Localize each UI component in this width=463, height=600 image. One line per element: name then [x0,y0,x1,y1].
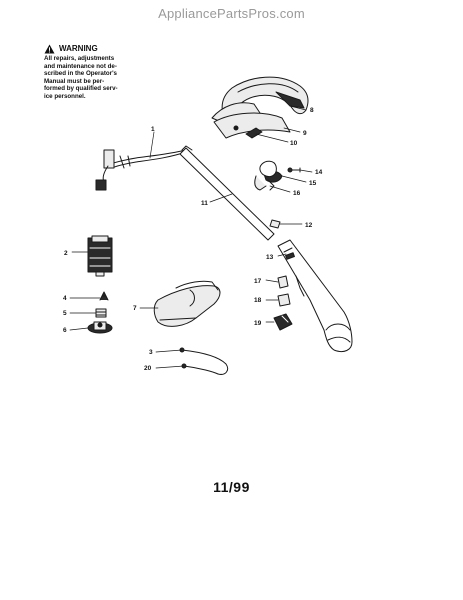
callout-8: 8 [310,107,314,114]
part-4-spring[interactable] [99,291,109,301]
part-3-line[interactable] [179,347,229,375]
callout-14: 14 [315,169,323,176]
part-14-screw[interactable] [287,167,301,173]
leader-lines [69,105,313,369]
part-13-lower-shaft-housing[interactable] [277,239,353,353]
warning-line: formed by qualified serv- [44,85,118,93]
part-19-bracket[interactable] [273,313,293,331]
warning-line: and maintenance not de- [44,62,117,70]
warning-line: All repairs, adjustments [44,55,115,62]
callout-9: 9 [303,130,307,137]
part-2-motor[interactable] [87,235,113,277]
callout-12: 12 [305,222,313,229]
warning-line: Manual must be per- [44,77,105,85]
part-11-upper-shaft[interactable] [179,145,275,241]
callout-16: 16 [293,190,301,197]
part-17-spacer[interactable] [277,275,289,289]
part-6-spool-housing[interactable] [87,321,113,334]
callout-18: 18 [254,297,262,304]
callout-13: 13 [266,254,274,261]
watermark-text: AppliancePartsPros.com [158,6,305,21]
warning-triangle-icon [44,44,55,54]
callout-5: 5 [63,310,67,317]
warning-title: WARNING [59,44,98,53]
warning-line: ice personnel. [44,92,86,100]
warning-notice: WARNING All repairs, adjustments and mai… [44,44,154,101]
callout-6: 6 [63,327,67,334]
callout-20: 20 [144,365,152,372]
callout-4: 4 [63,295,67,302]
warning-header: WARNING [44,44,154,54]
part-16-auxiliary-handle[interactable] [254,160,277,191]
part-9-handle-half[interactable] [213,112,291,139]
callout-2: 2 [64,250,68,257]
part-20-line[interactable] [181,363,219,375]
part-5-spool[interactable] [95,308,107,318]
callout-17: 17 [254,278,262,285]
part-1-switch-cord[interactable] [95,149,187,191]
warning-text: All repairs, adjustments and maintenance… [44,55,154,101]
callout-19: 19 [254,320,262,327]
callout-1: 1 [151,126,155,133]
callout-labels: 1 2 3 4 5 6 7 8 9 10 11 12 13 14 15 16 1… [63,107,323,372]
part-18-spacer[interactable] [277,293,291,307]
callout-10: 10 [290,140,298,147]
warning-line: scribed in the Operator's [44,70,117,78]
part-10-clamp[interactable] [245,127,263,139]
callout-3: 3 [149,349,153,356]
callout-15: 15 [309,180,317,187]
callout-11: 11 [201,200,208,207]
part-7-guard[interactable] [153,280,221,327]
callout-7: 7 [133,305,137,312]
part-12-clip[interactable] [269,219,281,229]
page-date-code: 11/99 [213,479,250,495]
